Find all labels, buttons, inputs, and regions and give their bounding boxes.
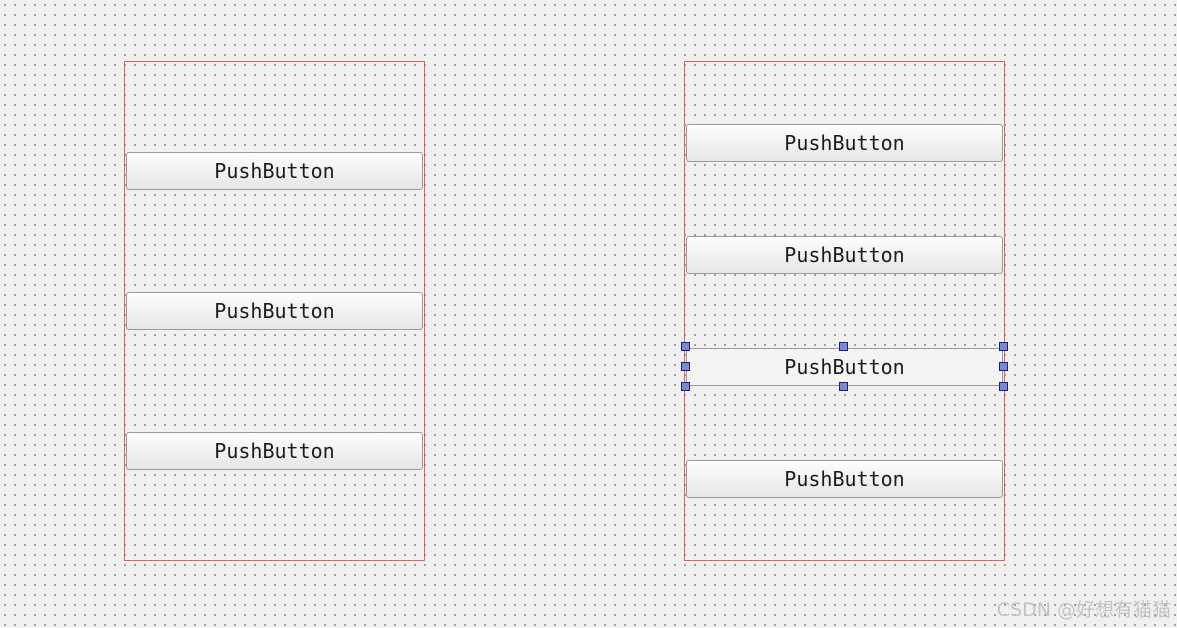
right-push-button-1[interactable]: PushButton	[686, 124, 1003, 162]
resize-handle-bottom-left[interactable]	[681, 382, 690, 391]
watermark: CSDN @好想有猫猫	[996, 599, 1171, 621]
resize-handle-bottom-middle[interactable]	[839, 382, 848, 391]
resize-handle-top-left[interactable]	[681, 342, 690, 351]
vertical-layout-right[interactable]	[684, 61, 1005, 561]
right-push-button-3-selected[interactable]: PushButton	[686, 348, 1003, 386]
resize-handle-top-middle[interactable]	[839, 342, 848, 351]
resize-handle-bottom-right[interactable]	[999, 382, 1008, 391]
vertical-layout-left[interactable]	[124, 61, 425, 561]
left-push-button-3[interactable]: PushButton	[126, 432, 423, 470]
right-push-button-4[interactable]: PushButton	[686, 460, 1003, 498]
left-push-button-1[interactable]: PushButton	[126, 152, 423, 190]
resize-handle-middle-right[interactable]	[999, 362, 1008, 371]
resize-handle-middle-left[interactable]	[681, 362, 690, 371]
resize-handle-top-right[interactable]	[999, 342, 1008, 351]
right-push-button-2[interactable]: PushButton	[686, 236, 1003, 274]
left-push-button-2[interactable]: PushButton	[126, 292, 423, 330]
